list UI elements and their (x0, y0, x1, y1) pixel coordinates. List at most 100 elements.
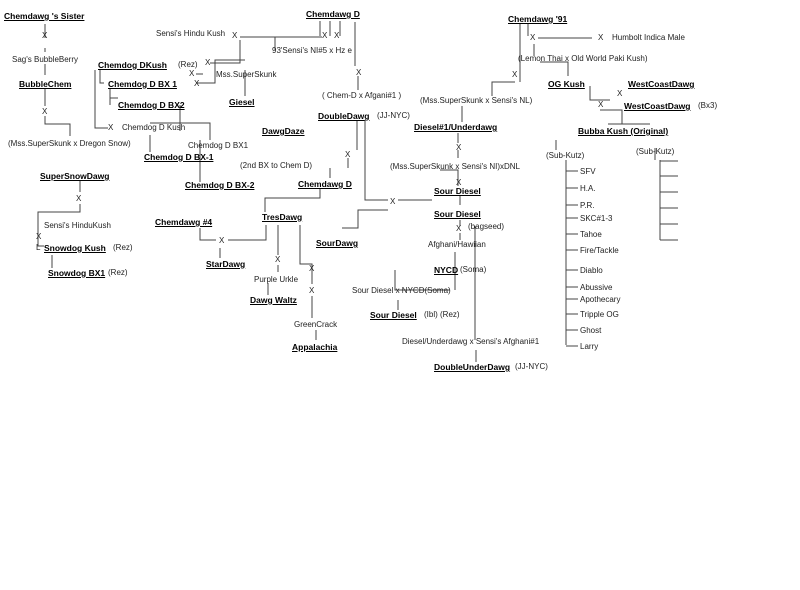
node-chemdog-d-bx1: Chemdog D BX 1 (108, 79, 177, 89)
cross-marker: X (194, 79, 200, 88)
node-chem-d-afgani: ( Chem-D x Afgani#1 ) (322, 91, 402, 100)
node-sour-diesel-x-nycd: Sour Diesel x NYCD(Soma) (352, 286, 451, 295)
bracket-marker: L (36, 243, 41, 252)
node-jj-nyc-tag: (JJ-NYC) (377, 111, 410, 120)
node-doubledawg: DoubleDawg (318, 111, 370, 121)
node-giesel: Giesel (229, 97, 255, 107)
cross-marker: X (76, 194, 82, 203)
node-chemdawg-4: Chemdawg #4 (155, 217, 213, 227)
cross-marker: X (598, 33, 604, 42)
node-sour-diesel-2: Sour Diesel (434, 209, 481, 219)
node-chemdawg-sister: Chemdawg 's Sister (4, 11, 85, 21)
node-93-sensis-ni5-haze: 93'Sensi's NI#5 x Hz e (272, 46, 352, 55)
node-sourdawg: SourDawg (316, 238, 359, 248)
cross-marker: X (512, 70, 518, 79)
cross-marker: X (345, 150, 351, 159)
cross-marker: X (356, 68, 362, 77)
cross-marker: X (42, 31, 48, 40)
node-tripple-og: Tripple OG (580, 310, 619, 319)
cross-marker: X (189, 69, 195, 78)
cross-marker: X (205, 58, 211, 67)
cross-marker: X (617, 89, 623, 98)
node-chemdog-d-bx1-small: Chemdog D BX1 (188, 141, 249, 150)
node-chemdawg-d: Chemdawg D (306, 9, 360, 19)
node-snowdog-bx1: Snowdog BX1 (48, 268, 106, 278)
node-dawg-waltz: Dawg Waltz (250, 295, 297, 305)
node-sub-kutz-left: (Sub-Kutz) (546, 151, 585, 160)
node-rez-tag: (Rez) (178, 60, 198, 69)
cross-marker: X (36, 232, 42, 241)
cross-marker: X (530, 33, 536, 42)
node-humbolt-indica-male: Humbolt Indica Male (612, 33, 685, 42)
cross-marker: X (456, 224, 462, 233)
cross-marker: X (232, 31, 238, 40)
cross-marker: X (309, 286, 315, 295)
node-og-kush: OG Kush (548, 79, 585, 89)
node-larry: Larry (580, 342, 599, 351)
node-sensis-hindukush: Sensi's HinduKush (44, 221, 111, 230)
cross-marker: X (322, 31, 328, 40)
node-appalachia: Appalachia (292, 342, 338, 352)
node-westcoastdawg: WestCoastDawg (628, 79, 695, 89)
node-ha: H.A. (580, 184, 596, 193)
node-westcoastdawg-bx3: WestCoastDawg (624, 101, 691, 111)
cross-marker: X (275, 255, 281, 264)
node-tresdawg: TresDawg (262, 212, 303, 222)
node-diesel-underdawg-x-afghani: Diesel/Underdawg x Sensi's Afghani#1 (402, 337, 540, 346)
node-mss-superskunk: Mss.SuperSkunk (216, 70, 277, 79)
node-chemdog-d-bx2: Chemdog D BX2 (118, 100, 185, 110)
node-purple-urkle: Purple Urkle (254, 275, 299, 284)
node-skc1-3: SKC#1-3 (580, 214, 613, 223)
cross-marker: X (456, 143, 462, 152)
node-diablo: Diablo (580, 266, 603, 275)
cross-marker: X (309, 264, 315, 273)
node-2nd-bx-to-chem-d: (2nd BX to Chem D) (240, 161, 313, 170)
node-rez-tag: (Rez) (108, 268, 128, 277)
node-jj-nyc-tag: (JJ-NYC) (515, 362, 548, 371)
cross-marker: X (334, 31, 340, 40)
node-ibl-rez-tag: (Ibl) (Rez) (424, 310, 460, 319)
node-afghani-hawiian: Afghani/Hawiian (428, 240, 486, 249)
node-sour-diesel: Sour Diesel (434, 186, 481, 196)
node-sfv: SFV (580, 167, 596, 176)
cross-marker: X (219, 236, 225, 245)
node-chemdog-d-kush-small: Chemdog D Kush (122, 123, 186, 132)
node-sensi-hindu-kush: Sensi's Hindu Kush (156, 29, 226, 38)
node-stardawg: StarDawg (206, 259, 246, 269)
node-bubblechem: BubbleChem (19, 79, 72, 89)
node-chemdog-d-bx-2: Chemdog D BX-2 (185, 180, 255, 190)
cross-marker: X (456, 178, 462, 187)
cross-marker: X (598, 100, 604, 109)
node-lemon-thai-paki: (Lemon Thai x Old World Paki Kush) (518, 54, 648, 63)
node-bx3-tag: (Bx3) (698, 101, 718, 110)
node-dawgdaze: DawgDaze (262, 126, 305, 136)
node-sub-kutz-right: (Sub-Kutz) (636, 147, 675, 156)
node-snowdog-kush: Snowdog Kush (44, 243, 106, 253)
node-ghost: Ghost (580, 326, 602, 335)
node-abussive: Abussive (580, 283, 613, 292)
node-chemdog-d-bx-1: Chemdog D BX-1 (144, 152, 214, 162)
node-pr: P.R. (580, 201, 595, 210)
node-nycd: NYCD (434, 265, 459, 275)
cross-marker: X (108, 123, 114, 132)
node-soma-tag: (Soma) (460, 265, 487, 274)
node-supersnowdawg: SuperSnowDawg (40, 171, 110, 181)
node-sour-diesel-ibl: Sour Diesel (370, 310, 417, 320)
node-mss-superskunk-nl: (Mss.SuperSkunk x Sensi's NL) (420, 96, 533, 105)
node-bagseed: (bagseed) (468, 222, 505, 231)
node-fire-tackle: Fire/Tackle (580, 246, 619, 255)
node-chemdawg-91: Chemdawg '91 (508, 14, 568, 24)
node-chemdawg-d-lower: Chemdawg D (298, 179, 352, 189)
node-mss-superskunk-ni-dnl: (Mss.SuperSkunk x Sensi's NI)xDNL (390, 162, 521, 171)
cross-marker: X (42, 107, 48, 116)
node-mss-superskunk-dregon: (Mss.SuperSkunk x Dregon Snow) (8, 139, 131, 148)
node-greencrack: GreenCrack (294, 320, 338, 329)
node-chemdog-dkush: Chemdog DKush (98, 60, 167, 70)
node-doubleunderdawg: DoubleUnderDawg (434, 362, 511, 372)
node-bubba-kush-original: Bubba Kush (Original) (578, 126, 669, 136)
node-sags-bubbleberry: Sag's BubbleBerry (12, 55, 79, 64)
node-rez-tag: (Rez) (113, 243, 133, 252)
node-tahoe: Tahoe (580, 230, 602, 239)
node-diesel1-underdawg: Diesel#1/Underdawg (414, 122, 498, 132)
